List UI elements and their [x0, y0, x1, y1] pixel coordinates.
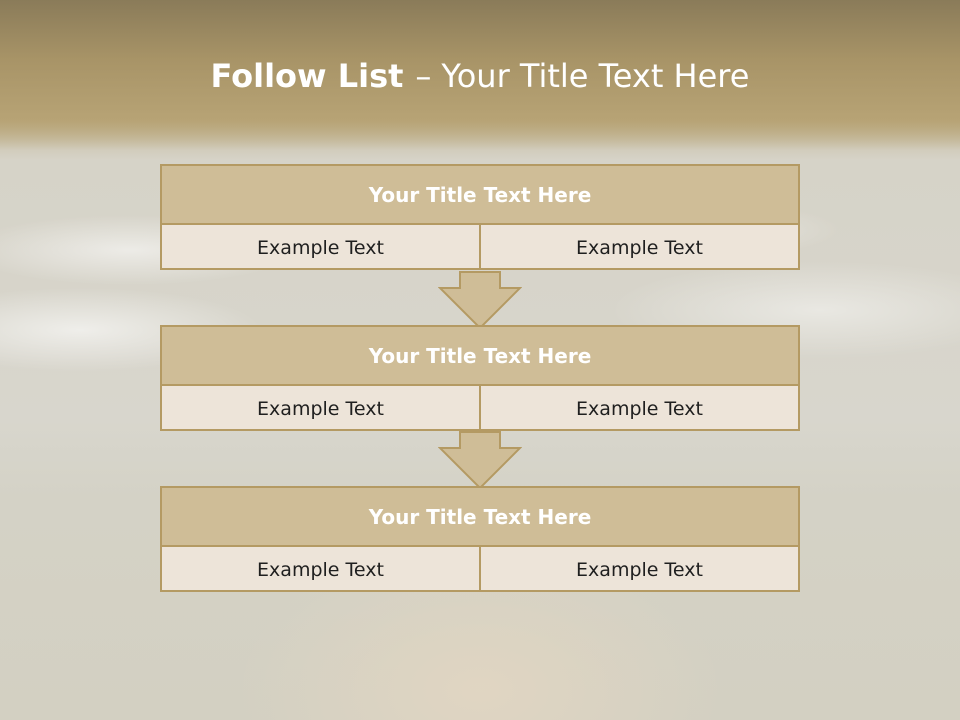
step-cell-right: Example Text	[479, 225, 798, 270]
step-cell-left: Example Text	[257, 236, 384, 259]
header-band	[0, 0, 960, 150]
step-title: Your Title Text Here	[162, 166, 798, 225]
down-arrow-icon	[438, 271, 522, 330]
step-cell-left: Example Text	[257, 558, 384, 581]
title-bold: Follow List	[210, 57, 404, 95]
down-arrow-icon	[438, 431, 522, 490]
step-row: Example Text Example Text	[162, 386, 798, 431]
step-cell-right: Example Text	[479, 547, 798, 592]
title-separator: –	[415, 57, 432, 95]
step-cell-right: Example Text	[479, 386, 798, 431]
step-block-1: Your Title Text Here Example Text Exampl…	[160, 164, 800, 270]
step-title: Your Title Text Here	[162, 327, 798, 386]
slide-title: Follow List–Your Title Text Here	[0, 55, 960, 97]
step-row: Example Text Example Text	[162, 547, 798, 592]
step-title: Your Title Text Here	[162, 488, 798, 547]
step-row: Example Text Example Text	[162, 225, 798, 270]
step-cell-left: Example Text	[257, 397, 384, 420]
step-block-2: Your Title Text Here Example Text Exampl…	[160, 325, 800, 431]
step-block-3: Your Title Text Here Example Text Exampl…	[160, 486, 800, 592]
title-rest: Your Title Text Here	[441, 57, 750, 95]
